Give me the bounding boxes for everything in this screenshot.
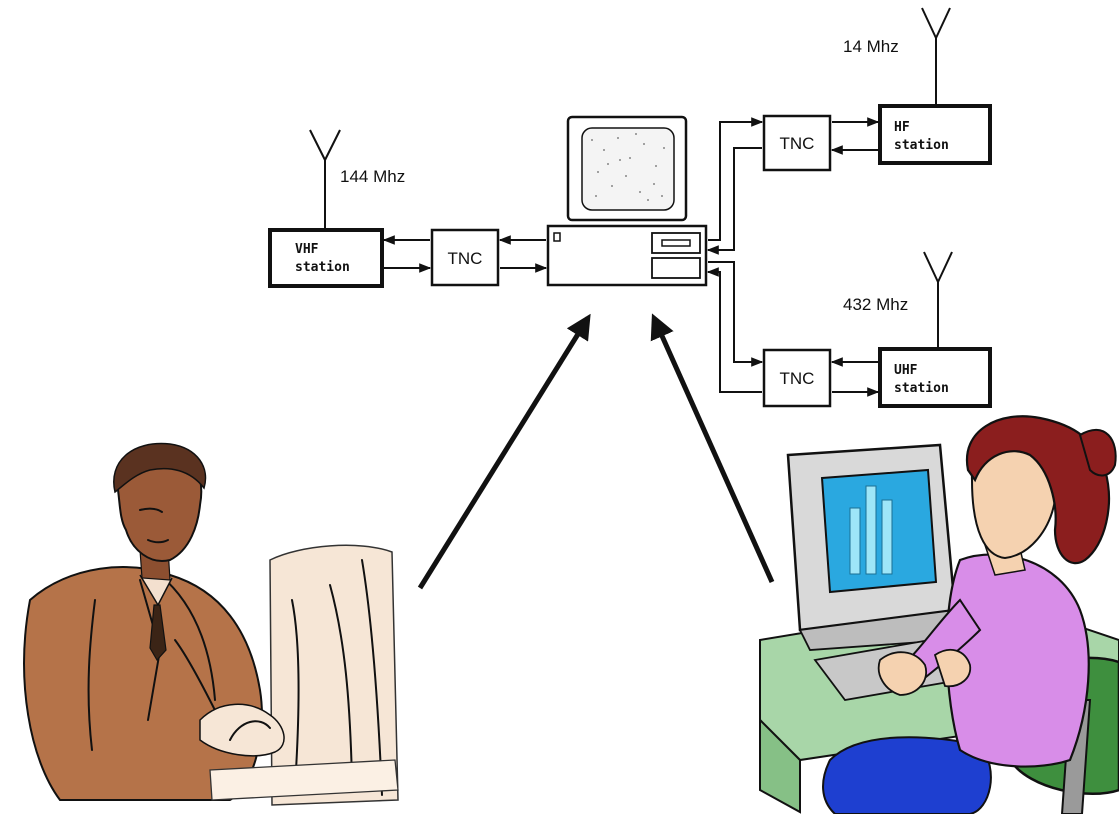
vhf-station-label-1: VHF — [295, 242, 319, 257]
hf-station-box — [878, 104, 992, 165]
uhf-frequency-label: 432 Mhz — [843, 295, 908, 314]
tnc-top-box — [762, 114, 832, 172]
screen-bar-chart-icon — [849, 485, 893, 575]
vhf-station-label-2: station — [295, 260, 350, 275]
tnc-bottom-label: TNC — [780, 369, 815, 388]
woman-at-computer-clipart — [759, 415, 1119, 814]
computer — [546, 115, 708, 287]
tnc-top-label: TNC — [780, 134, 815, 153]
hf-station-label-2: station — [894, 138, 949, 153]
tnc-left-box — [430, 228, 500, 287]
hf-frequency-label: 14 Mhz — [843, 37, 899, 56]
hf-antenna — [921, 7, 951, 106]
computer-case — [546, 224, 708, 287]
computer-monitor — [566, 115, 688, 222]
man-at-computer-clipart — [23, 442, 399, 806]
hf-branch: TNC HF station 14 Mhz — [706, 7, 992, 255]
uhf-branch: TNC UHF station 432 Mhz — [706, 251, 992, 408]
hf-station-label-1: HF — [894, 120, 910, 135]
vhf-frequency-label: 144 Mhz — [340, 167, 405, 186]
uhf-station-box — [878, 347, 992, 408]
vhf-branch: VHF station 144 Mhz TNC — [268, 129, 548, 288]
monitor-static-dots — [591, 133, 665, 201]
vhf-antenna — [309, 129, 341, 230]
right-user-arrow — [650, 313, 775, 584]
uhf-antenna — [923, 251, 953, 349]
tnc-left-label: TNC — [448, 249, 483, 268]
left-user-arrow — [417, 313, 591, 590]
uhf-station-label-1: UHF — [894, 363, 918, 378]
vhf-station-box — [268, 228, 384, 288]
tnc-bottom-box — [762, 348, 832, 408]
uhf-station-label-2: station — [894, 381, 949, 396]
